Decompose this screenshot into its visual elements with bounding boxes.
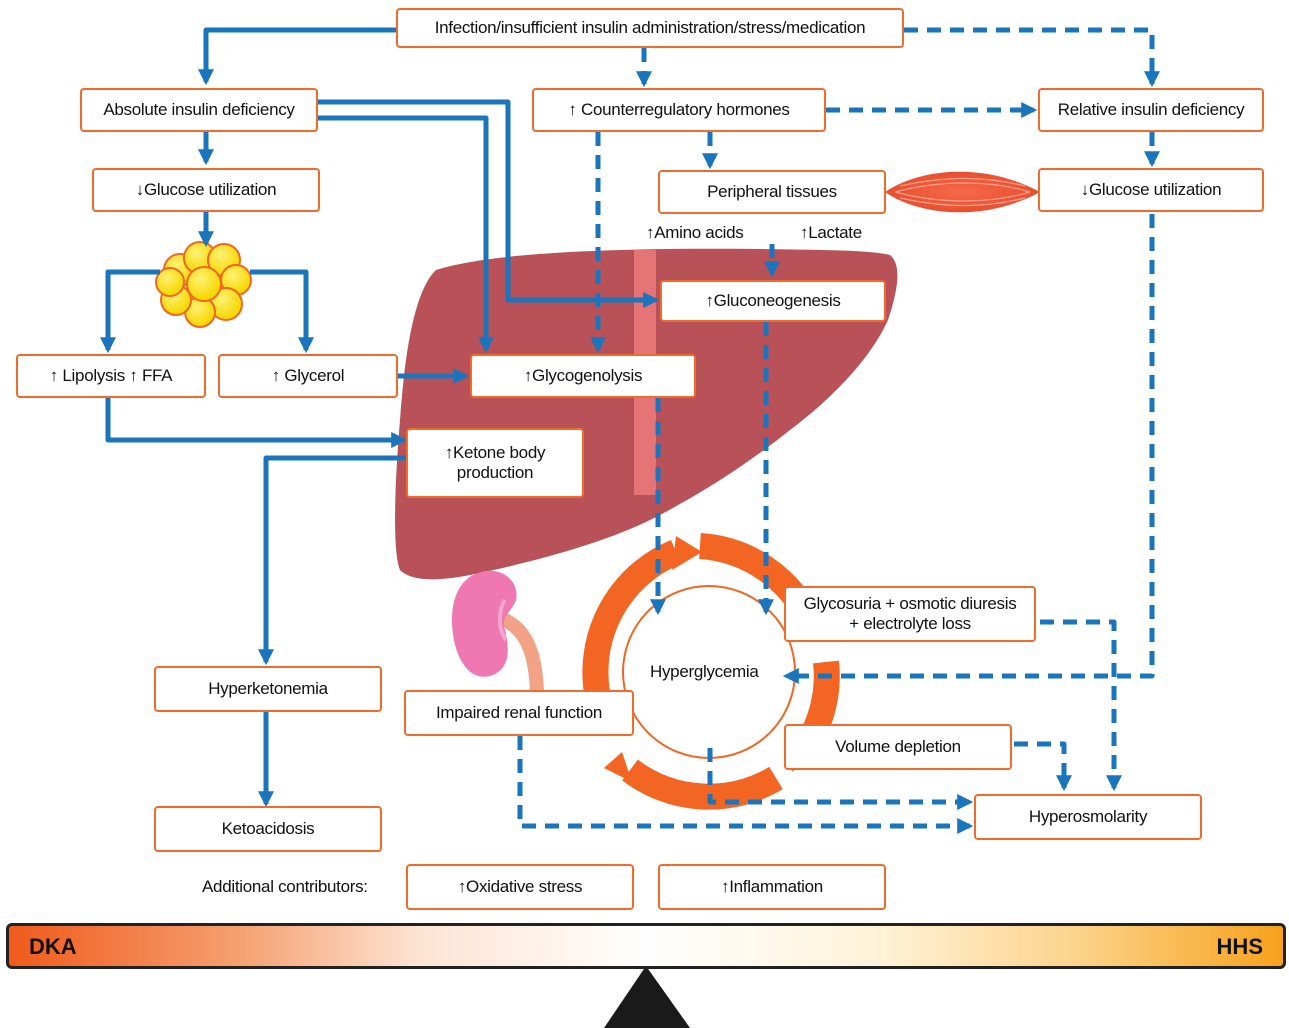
glycosuria-box: Glycosuria + osmotic diuresis + electrol… bbox=[784, 586, 1036, 642]
inflammation-box: ↑Inflammation bbox=[658, 864, 886, 910]
trigger-box: Infection/insufficient insulin administr… bbox=[396, 8, 904, 48]
hhs-label: HHS bbox=[1216, 934, 1263, 959]
hyperglycemia-label: Hyperglycemia bbox=[650, 662, 759, 681]
amino-acids-label: ↑Amino acids bbox=[646, 223, 744, 242]
counterregulatory-hormones-box: ↑ Counterregulatory hormones bbox=[532, 88, 826, 132]
kidney-shape bbox=[452, 570, 517, 677]
peripheral-tissues-box: Peripheral tissues bbox=[658, 170, 886, 214]
glycogenolysis-box: ↑Glycogenolysis bbox=[470, 354, 696, 398]
glycerol-box: ↑ Glycerol bbox=[218, 354, 398, 398]
kidney-ureter bbox=[498, 613, 544, 697]
solid-arrows bbox=[99, 27, 660, 808]
ketoacidosis-box: Ketoacidosis bbox=[154, 806, 382, 852]
absolute-insulin-deficiency-box: Absolute insulin deficiency bbox=[80, 88, 318, 132]
dashed-arrows bbox=[517, 27, 1161, 835]
additional-contributors-label: Additional contributors: bbox=[202, 877, 368, 896]
glucose-utilization-right-box: ↓Glucose utilization bbox=[1038, 168, 1264, 212]
dka-label: DKA bbox=[29, 934, 77, 959]
ketone-body-production-box: ↑Ketone body production bbox=[406, 428, 584, 498]
relative-insulin-deficiency-box: Relative insulin deficiency bbox=[1038, 88, 1264, 132]
glycosuria-line-2: + electrolyte loss bbox=[849, 614, 971, 633]
ketone-line-1: ↑Ketone body bbox=[444, 442, 546, 462]
hyperosmolarity-box: Hyperosmolarity bbox=[974, 794, 1202, 840]
fat-cells bbox=[155, 241, 252, 328]
impaired-renal-function-box: Impaired renal function bbox=[404, 690, 634, 736]
ketone-line-2: production bbox=[456, 463, 534, 482]
oxidative-stress-box: ↑Oxidative stress bbox=[406, 864, 634, 910]
muscle-shape bbox=[885, 171, 1040, 213]
hyperketonemia-box: Hyperketonemia bbox=[154, 666, 382, 712]
glucose-utilization-left-box: ↓Glucose utilization bbox=[92, 168, 320, 212]
gluconeogenesis-box: ↑Gluconeogenesis bbox=[660, 280, 886, 322]
lipolysis-ffa-box: ↑ Lipolysis ↑ FFA bbox=[16, 354, 206, 398]
lactate-label: ↑Lactate bbox=[800, 223, 862, 242]
scale-fulcrum bbox=[604, 966, 690, 1028]
dka-hhs-scale-bar: DKA HHS bbox=[6, 923, 1286, 969]
glycosuria-line-1: Glycosuria + osmotic diuresis bbox=[803, 593, 1017, 613]
volume-depletion-box: Volume depletion bbox=[784, 724, 1012, 770]
